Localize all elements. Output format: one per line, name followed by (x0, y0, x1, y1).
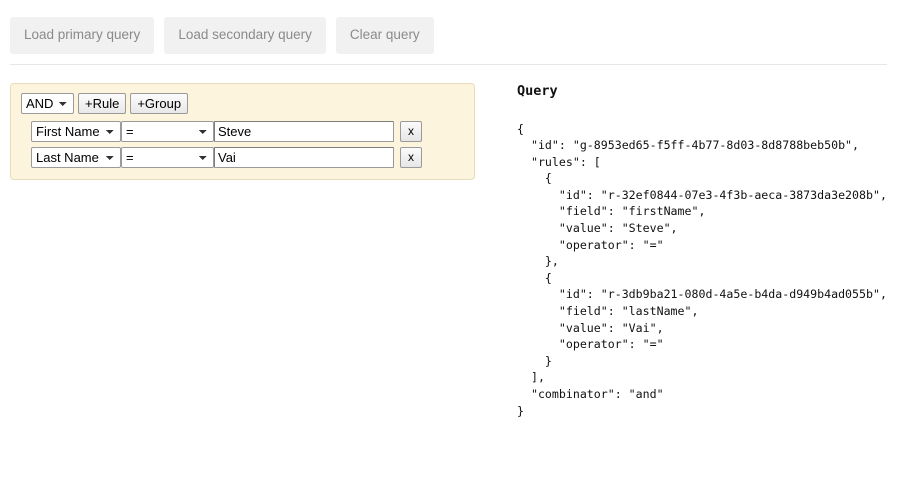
add-group-button[interactable]: +Group (130, 92, 189, 114)
rule-row: First Name = x (31, 120, 464, 142)
toolbar-divider (10, 63, 887, 65)
query-output-title: Query (517, 82, 558, 99)
rule-value-input[interactable] (214, 120, 394, 142)
toolbar: Load primary query Load secondary query … (0, 0, 897, 54)
rule-operator-select[interactable]: = (121, 146, 214, 168)
rule-field-select[interactable]: First Name (31, 120, 121, 142)
rule-list: First Name = x Last Name = x (21, 120, 464, 168)
query-output-json: { "id": "g-8953ed65-f5ff-4b77-8d03-8d878… (517, 121, 887, 418)
remove-rule-button[interactable]: x (400, 146, 422, 168)
clear-query-button[interactable]: Clear query (335, 17, 434, 54)
query-output-pane: Query { "id": "g-8953ed65-f5ff-4b77-8d03… (517, 83, 892, 420)
rule-value-input[interactable] (214, 146, 394, 168)
combinator-select[interactable]: AND (21, 92, 74, 114)
rule-operator-select[interactable]: = (121, 120, 214, 142)
add-rule-button[interactable]: +Rule (78, 92, 127, 114)
rule-field-select[interactable]: Last Name (31, 146, 121, 168)
load-secondary-query-button[interactable]: Load secondary query (164, 17, 326, 54)
query-builder-group-header: AND +Rule +Group (21, 92, 464, 114)
query-builder-group: AND +Rule +Group First Name = x Last Nam… (10, 82, 475, 180)
rule-row: Last Name = x (31, 146, 464, 168)
load-primary-query-button[interactable]: Load primary query (10, 17, 155, 54)
remove-rule-button[interactable]: x (400, 120, 422, 142)
